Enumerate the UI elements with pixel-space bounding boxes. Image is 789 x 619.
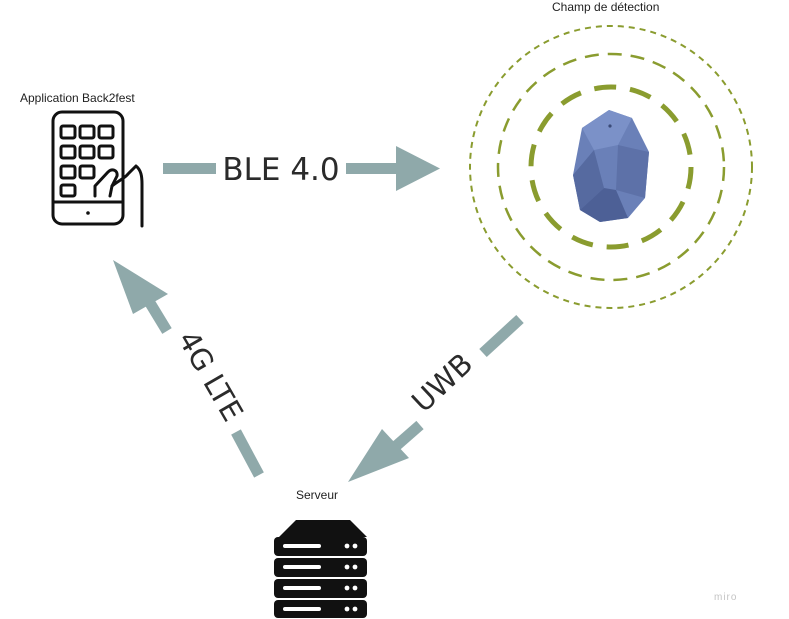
detection-field-label: Champ de détection (552, 0, 660, 14)
beacon-icon (573, 110, 649, 222)
server-rack-icon (274, 520, 367, 618)
ble-arrow-shaft-right (346, 163, 398, 174)
uwb-arrow-shaft-top (479, 314, 524, 358)
uwb-label: UWB (405, 346, 479, 418)
edge-lte: 4G LTE (113, 260, 264, 478)
lte-label: 4G LTE (171, 325, 250, 427)
lte-arrowhead (113, 260, 168, 314)
lte-arrow-shaft-bottom (231, 429, 264, 478)
uwb-arrowhead (348, 429, 409, 482)
edge-uwb: UWB (348, 314, 524, 482)
detection-ring-middle (496, 52, 726, 282)
server-label: Serveur (296, 488, 339, 502)
detection-ring-outer (469, 25, 753, 309)
ble-label: BLE 4.0 (222, 152, 339, 188)
ble-arrowhead (396, 146, 440, 191)
detection-field (469, 25, 753, 309)
lte-arrow-shaft-top (145, 300, 172, 334)
edge-ble: BLE 4.0 (163, 146, 440, 191)
detection-ring-inner (528, 84, 694, 250)
smartphone-hand-icon (51, 110, 144, 228)
uwb-arrow-shaft-bottom (392, 420, 424, 451)
app-label: Application Back2fest (20, 91, 135, 105)
ble-arrow-shaft-left (163, 163, 216, 174)
miro-watermark: miro (714, 592, 738, 603)
